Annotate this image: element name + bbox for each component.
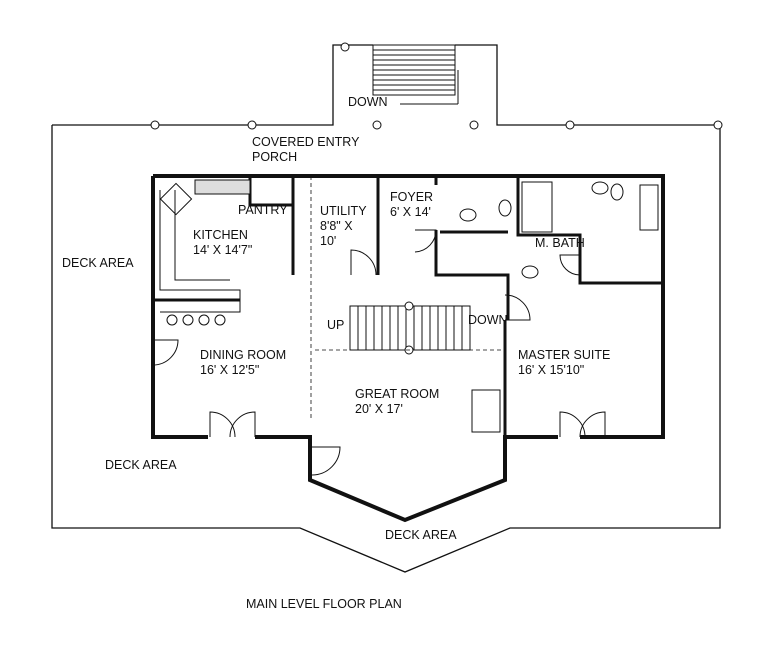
interior-walls	[153, 176, 663, 437]
dashed-lines	[310, 176, 505, 420]
interior-stair	[349, 301, 471, 355]
deck-outline	[51, 44, 721, 573]
deck-label-bottom: DECK AREA	[385, 528, 457, 542]
doors	[152, 229, 606, 476]
m-bath-label: M. BATH	[535, 236, 585, 250]
deck-label-left: DECK AREA	[62, 256, 134, 270]
plan-title: MAIN LEVEL FLOOR PLAN	[246, 597, 402, 611]
porch-columns	[150, 42, 723, 130]
entry-stair	[372, 44, 459, 105]
stair-down-label-2: DOWN	[468, 313, 508, 327]
stair-down-label: DOWN	[348, 95, 388, 109]
pantry-label: PANTRY	[238, 203, 288, 217]
stair-up-label: UP	[327, 318, 345, 332]
deck-label-bottom-left: DECK AREA	[105, 458, 177, 472]
kitchen-counter	[159, 179, 251, 326]
porch-label: COVERED ENTRY	[252, 135, 360, 149]
porch-label-2: PORCH	[252, 150, 298, 164]
bath-fixtures	[459, 181, 659, 433]
